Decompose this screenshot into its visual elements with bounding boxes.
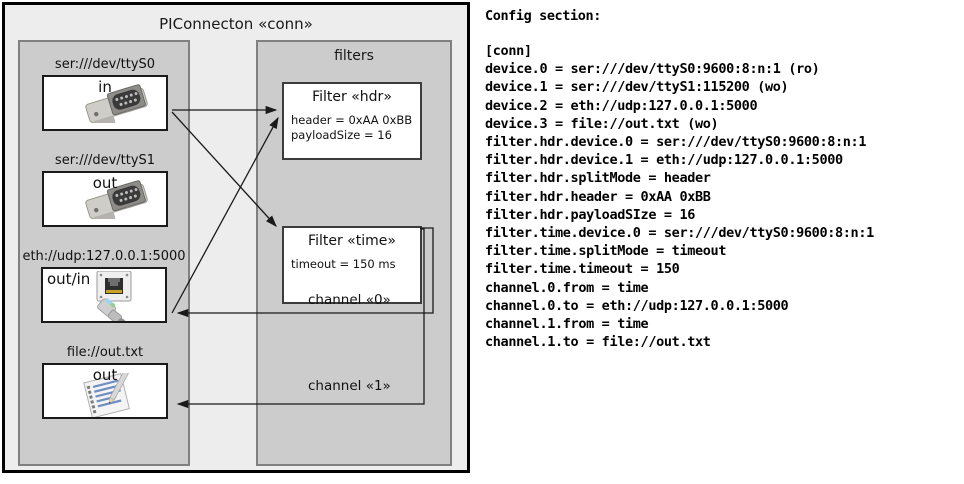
filter-properties: timeout = 150 ms [291, 257, 396, 271]
devices-panel: ser:///dev/ttyS0 in [18, 40, 190, 466]
filter-box-hdr[interactable]: Filter «hdr» header = 0xAA 0xBB payloadS… [282, 82, 422, 160]
wire-channel-0 [176, 227, 434, 318]
channel-1-label: channel «1» [308, 378, 391, 394]
config-text: [conn] device.0 = ser:///dev/ttyS0:9600:… [485, 43, 874, 351]
device-group-eth: eth://udp:127.0.0.1:5000 out/in [20, 248, 188, 323]
serial-connector-icon [80, 179, 158, 225]
device-box-out-file[interactable]: out [42, 363, 168, 419]
device-label: eth://udp:127.0.0.1:5000 [22, 249, 186, 264]
device-label: ser:///dev/ttyS0 [54, 57, 156, 72]
filters-panel: filters Filter «hdr» header = 0xAA 0xBB … [256, 40, 452, 466]
page-title: PIConnecton «conn» [159, 15, 313, 33]
device-group-ttys1: ser:///dev/ttyS1 out [30, 152, 180, 227]
device-label: file://out.txt [66, 345, 144, 360]
connection-wires [171, 105, 434, 409]
device-box-in-ttys0[interactable]: in [42, 75, 168, 131]
serial-connector-icon [80, 83, 158, 129]
filter-title: Filter «time» [308, 233, 396, 249]
device-box-outin-eth[interactable]: out/in [41, 267, 167, 323]
config-section: Config section: [conn] device.0 = ser://… [482, 0, 964, 484]
filter-title: Filter «hdr» [312, 89, 392, 105]
device-box-out-ttys1[interactable]: out [42, 171, 168, 227]
wire-eth-to-hdr [171, 116, 279, 314]
device-label: ser:///dev/ttyS1 [54, 153, 156, 168]
config-heading: Config section: [485, 8, 601, 24]
wire-channel-1 [176, 228, 425, 409]
text-file-icon [82, 370, 162, 417]
ethernet-jack-icon [95, 270, 161, 321]
wire-ttys0-to-time [171, 111, 277, 227]
channel-0-label: channel «0» [308, 292, 391, 308]
device-group-file: file://out.txt out [30, 344, 180, 419]
filter-properties: header = 0xAA 0xBB payloadSize = 16 [291, 113, 413, 142]
filter-box-time[interactable]: Filter «time» timeout = 150 ms [282, 226, 422, 304]
device-group-ttys0: ser:///dev/ttyS0 in [30, 56, 180, 131]
architecture-diagram: PIConnecton «conn» ser:///dev/ttyS0 in [0, 0, 478, 484]
filters-panel-title: filters [334, 48, 374, 64]
